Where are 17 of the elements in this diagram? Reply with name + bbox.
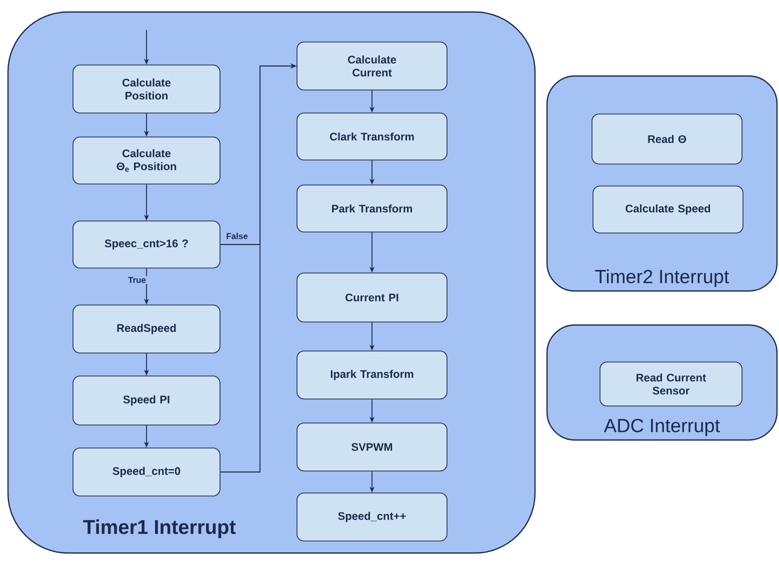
process-box: Calculate Current [296,42,448,90]
edge-label: True [127,276,147,284]
process-box: ReadSpeed [72,304,220,354]
process-box: Speec_cnt>16 ? [72,220,220,268]
process-box: Read Current Sensor [600,362,742,406]
process-box: Speed PI [72,376,220,426]
process-box: Speed_cnt++ [296,492,448,542]
process-box: Calculate Θ$_{e}$ Position [72,136,220,184]
process-box: SVPWM [296,422,448,472]
process-box: Calculate Position [72,64,220,114]
process-box: Read Θ [592,114,742,164]
process-box: Clark Transform [296,112,448,160]
process-box: Speed_cnt=0 [72,448,220,496]
process-box: Park Transform [296,184,448,232]
process-box: Ipark Transform [296,350,448,400]
process-box: Current PI [296,272,448,322]
process-box: Calculate Speed [592,186,744,234]
